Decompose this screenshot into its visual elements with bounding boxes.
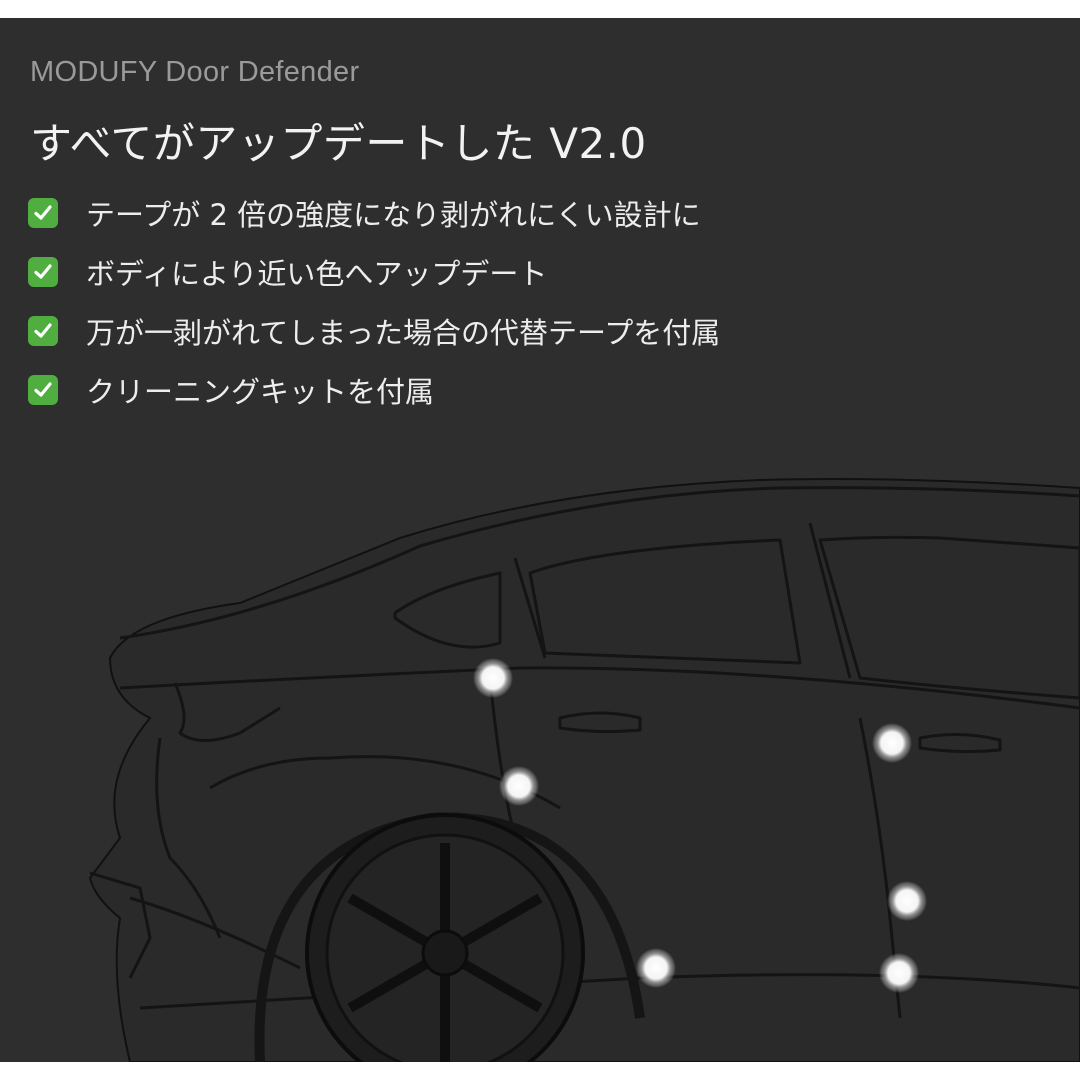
feature-text: テープが 2 倍の強度になり剥がれにくい設計に	[86, 197, 701, 232]
marker	[636, 948, 676, 988]
door-defender-markers	[473, 658, 927, 993]
marker	[499, 766, 539, 806]
headline: すべてがアップデートした V2.0	[30, 119, 647, 168]
marker	[879, 953, 919, 993]
check-box-icon	[28, 374, 58, 405]
promo-panel: MODUFY Door Defender すべてがアップデートした V2.0 テ…	[0, 18, 1080, 1062]
brand-title: MODUFY Door Defender	[30, 56, 360, 88]
check-box-icon	[28, 315, 58, 346]
feature-text: クリーニングキットを付属	[86, 374, 435, 409]
feature-list: テープが 2 倍の強度になり剥がれにくい設計に ボディにより近い色へアップデート…	[28, 183, 720, 419]
car-body	[88, 478, 1080, 1062]
marker	[887, 881, 927, 921]
feature-text: 万が一剥がれてしまった場合の代替テープを付属	[86, 315, 721, 350]
feature-text: ボディにより近い色へアップデート	[86, 256, 548, 291]
feature-item: ボディにより近い色へアップデート	[28, 242, 720, 301]
marker	[473, 658, 513, 698]
car-illustration	[88, 478, 1080, 1062]
feature-item: テープが 2 倍の強度になり剥がれにくい設計に	[28, 183, 720, 242]
marker	[872, 723, 912, 763]
wheel	[305, 813, 585, 1062]
check-box-icon	[28, 197, 58, 228]
feature-item: 万が一剥がれてしまった場合の代替テープを付属	[28, 301, 720, 360]
check-box-icon	[28, 256, 58, 287]
feature-item: クリーニングキットを付属	[28, 360, 720, 419]
